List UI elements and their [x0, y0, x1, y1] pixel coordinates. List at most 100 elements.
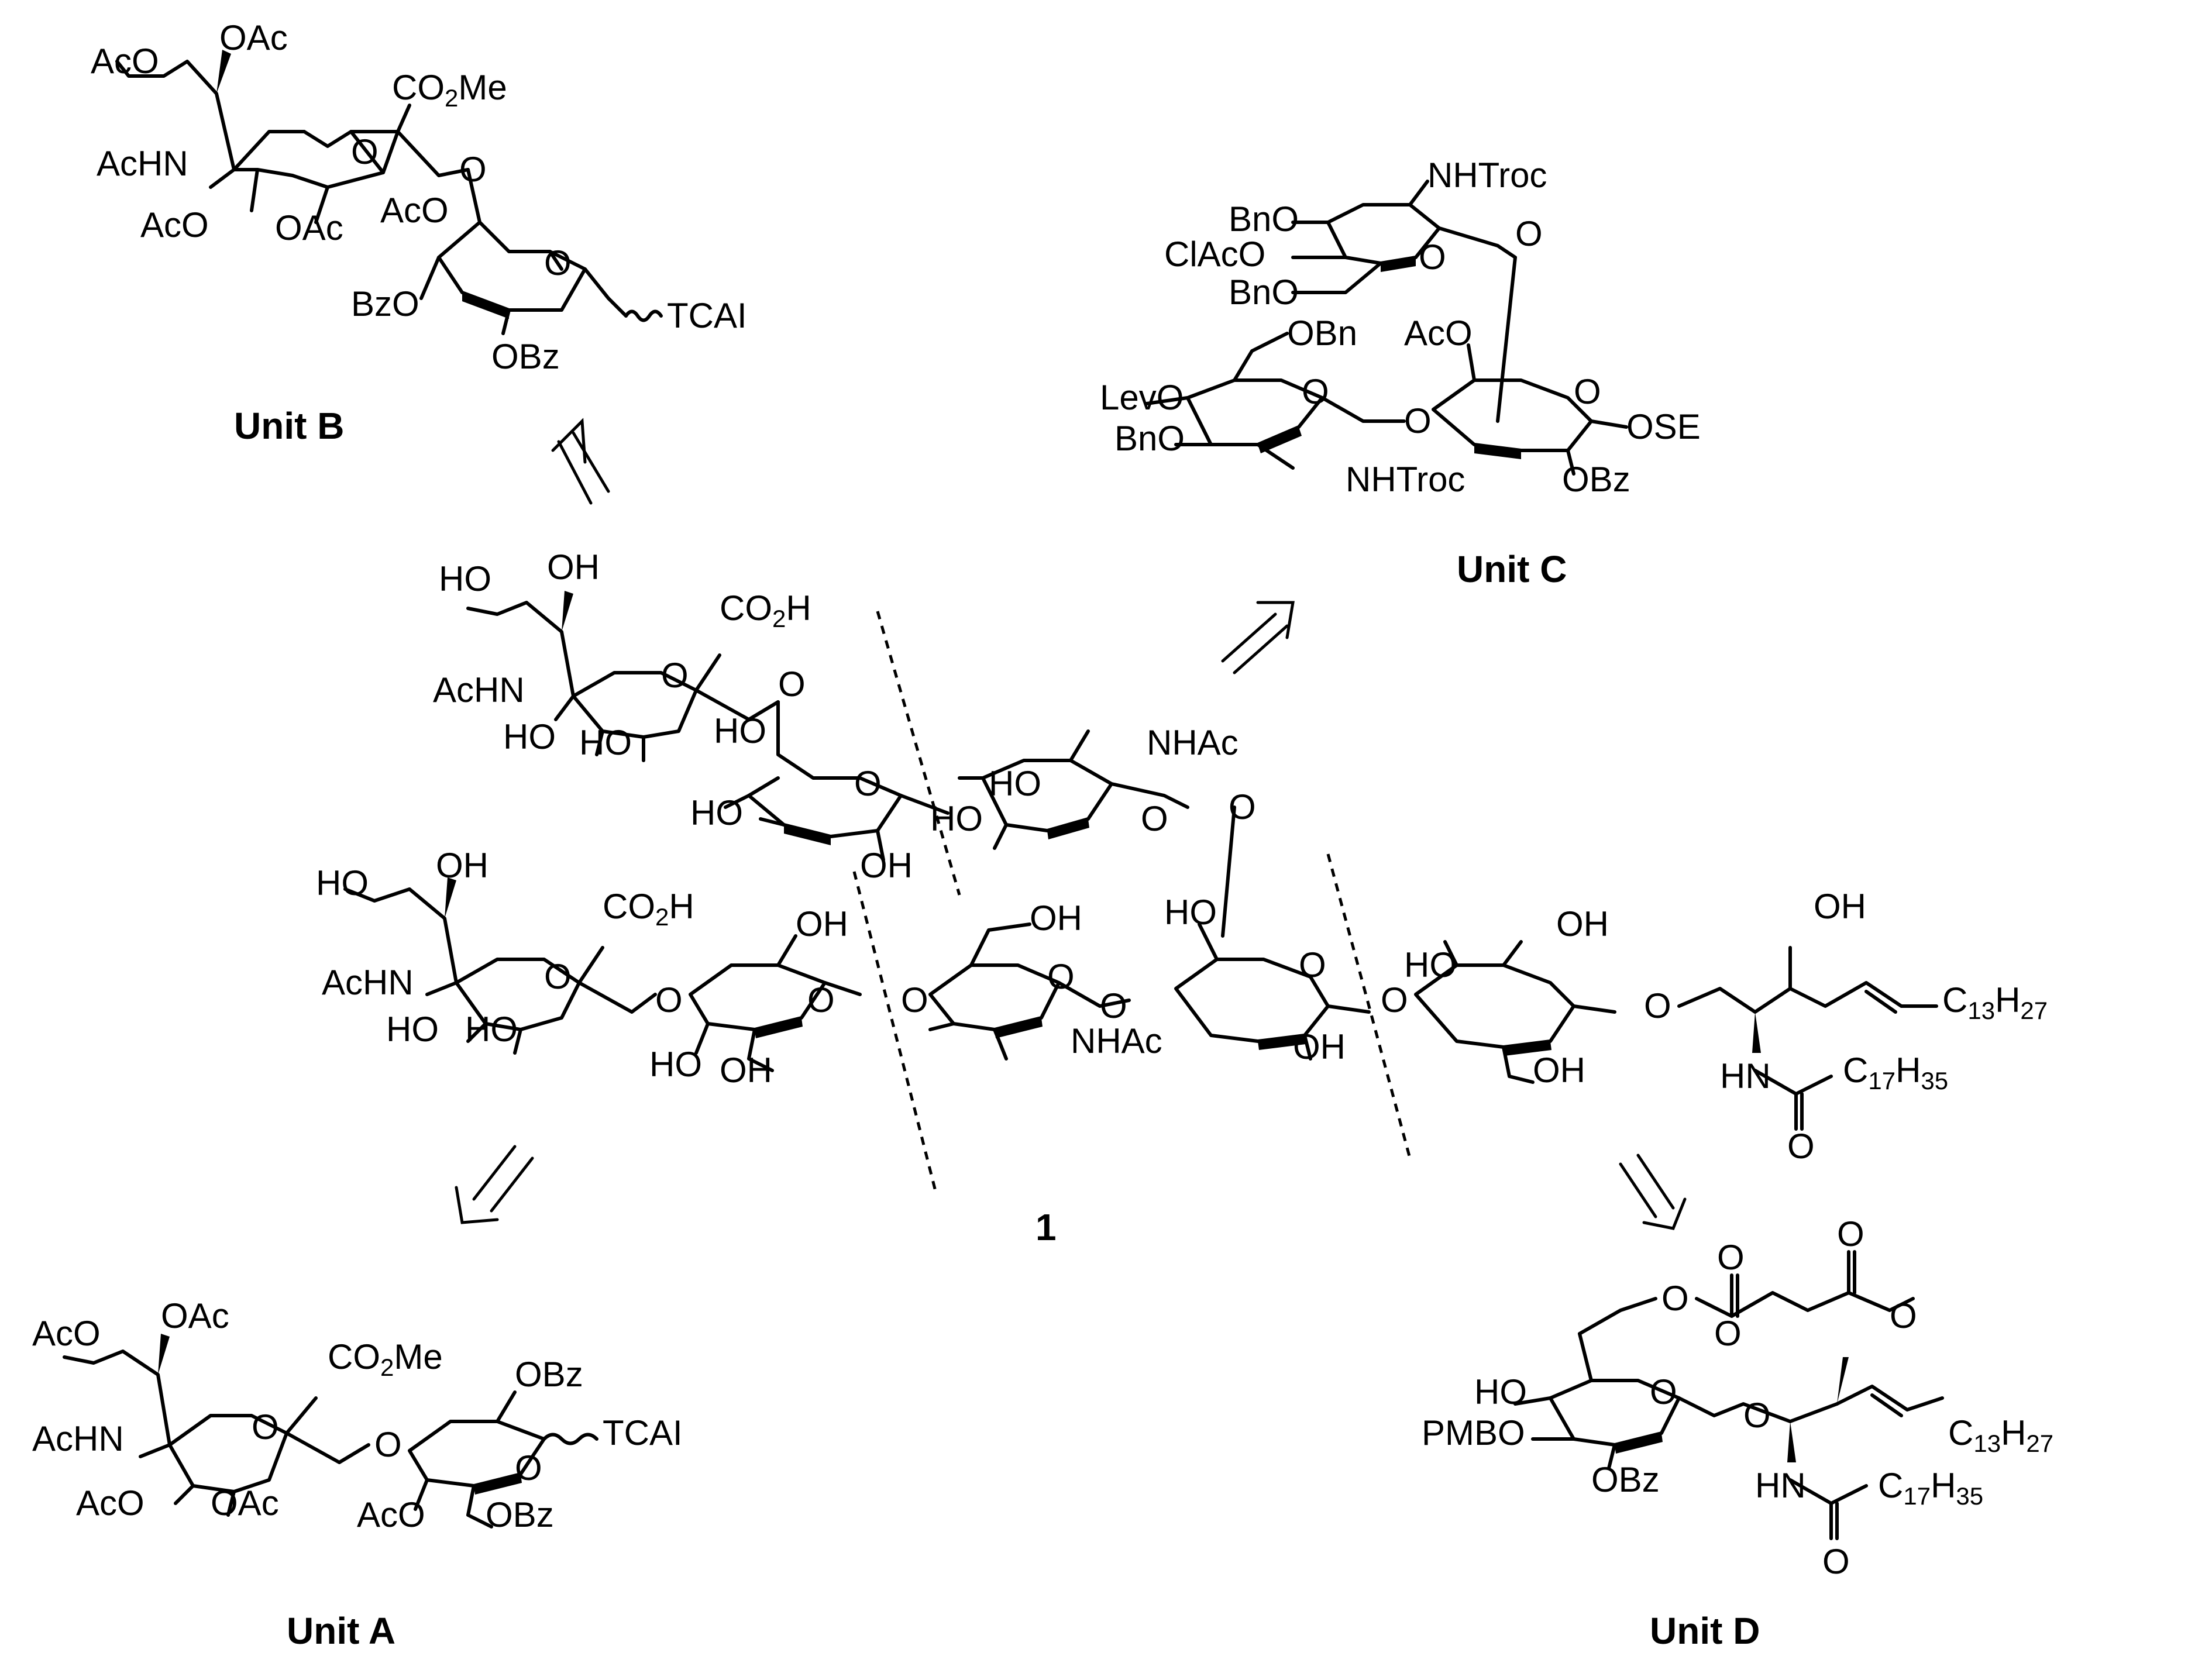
compound-1-label: HO — [465, 1010, 518, 1049]
unit-d-title: Unit D — [1650, 1610, 1760, 1652]
unit-a-structure — [63, 1334, 598, 1528]
compound-1-label: OH — [1814, 887, 1866, 926]
compound-1-label: HO — [690, 793, 743, 832]
unit-a-label: AcO — [76, 1483, 145, 1523]
unit-b-label: AcO — [91, 42, 159, 81]
compound-number: 1 — [1035, 1206, 1057, 1248]
compound-1-label: AcHN — [322, 963, 414, 1002]
retro-arrow-to-unit-d — [1619, 1154, 1687, 1230]
unit-c-label: NHTroc — [1427, 156, 1547, 195]
unit-c-label: O — [1302, 372, 1329, 411]
compound-1-label: HO — [1164, 893, 1217, 932]
unit-a-label: CO2Me — [328, 1337, 443, 1381]
unit-c-label: BnO — [1229, 273, 1299, 312]
unit-c-structure — [1145, 180, 1628, 476]
unit-c-label: BnO — [1229, 199, 1299, 239]
compound-1-label: NHAc — [1071, 1021, 1162, 1061]
unit-a-label: TCAI — [603, 1413, 683, 1452]
retro-arrow-to-unit-c — [1221, 601, 1295, 674]
compound-1-label: CO2H — [603, 887, 694, 931]
compound-1-structure — [343, 591, 1938, 1131]
compound-1-label: HN — [1720, 1056, 1771, 1096]
unit-b-label: OAc — [275, 208, 343, 247]
unit-d-label: O — [1661, 1279, 1689, 1318]
unit-c-label: O — [1404, 401, 1432, 440]
unit-b-label: TCAI — [667, 296, 747, 335]
unit-d-labels: O O O O O HO O PMBO O C13H27 OBz HN C17H… — [1422, 1214, 2053, 1581]
compound-1-label: O — [655, 980, 683, 1020]
compound-1-label: HO — [386, 1010, 439, 1049]
disconnection-line — [852, 871, 938, 1194]
compound-1-label: OH — [436, 846, 488, 885]
compound-1-label: HO — [503, 717, 556, 756]
unit-a-label: OBz — [486, 1495, 554, 1534]
compound-1-label: O — [854, 764, 882, 803]
unit-a-labels: AcO OAc CO2Me OBz AcHN O O TCAI O AcO OA… — [32, 1296, 683, 1534]
compound-1-label: NHAc — [1147, 723, 1239, 762]
unit-b-labels: AcO OAc CO2Me AcHN O O AcO OAc AcO O BzO… — [91, 18, 747, 376]
compound-1-label: HO — [316, 863, 369, 903]
compound-1-label: OH — [1030, 898, 1082, 938]
unit-d-label: O — [1890, 1296, 1917, 1335]
unit-b-title: Unit B — [234, 405, 344, 447]
unit-c-label: ClAcO — [1164, 235, 1265, 274]
compound-1-label: O — [1381, 980, 1408, 1020]
compound-1-label: O — [544, 957, 572, 996]
retro-arrow-to-unit-b — [551, 418, 610, 505]
unit-d-label: PMBO — [1422, 1413, 1525, 1452]
unit-a-label: AcHN — [32, 1419, 124, 1458]
unit-b-label: AcO — [380, 191, 449, 230]
unit-d-label: O — [1717, 1238, 1745, 1277]
compound-1-label: OH — [1293, 1027, 1346, 1066]
unit-d-label: O — [1837, 1214, 1864, 1254]
disconnection-line — [1326, 853, 1412, 1159]
unit-d-label: O — [1822, 1542, 1850, 1581]
unit-b-label: BzO — [351, 284, 419, 323]
unit-c-label: OBn — [1287, 314, 1357, 353]
compound-1-label: O — [1141, 799, 1168, 838]
unit-c-labels: NHTroc BnO ClAcO O O BnO OBn AcO LevO O … — [1100, 156, 1701, 499]
compound-1-label: O — [778, 665, 806, 704]
unit-d-structure — [1513, 1250, 1944, 1540]
unit-b-label: O — [459, 150, 487, 189]
unit-c-label: NHTroc — [1346, 460, 1465, 499]
disconnection-line — [876, 611, 961, 896]
compound-1-label: HO — [714, 711, 766, 751]
compound-1-label: OH — [547, 548, 600, 587]
compound-1-label: O — [807, 980, 835, 1020]
unit-a-label: O — [374, 1425, 402, 1464]
compound-1-label: HO — [439, 559, 491, 598]
unit-a-label: OBz — [515, 1355, 583, 1394]
unit-b-label: AcHN — [97, 144, 188, 183]
compound-1-label: OH — [1533, 1051, 1585, 1090]
unit-d-label: O — [1743, 1396, 1771, 1435]
compound-1-label: OH — [796, 904, 848, 944]
unit-a-label: O — [252, 1407, 279, 1447]
compound-1-label: C13H27 — [1942, 980, 2048, 1024]
unit-c-label: OSE — [1626, 407, 1701, 446]
unit-a-label: AcO — [32, 1314, 101, 1353]
compound-1-label: O — [1100, 986, 1127, 1025]
compound-1-label: AcHN — [433, 670, 525, 710]
unit-b-label: AcO — [140, 205, 209, 245]
compound-1-label: CO2H — [720, 588, 811, 632]
unit-b-structure — [115, 50, 663, 335]
unit-d-label: HN — [1755, 1466, 1806, 1505]
unit-b-label: O — [544, 243, 572, 283]
unit-c-title: Unit C — [1457, 548, 1567, 590]
unit-d-label: OBz — [1591, 1460, 1660, 1499]
unit-a-label: O — [515, 1448, 542, 1488]
compound-1-label: O — [1644, 986, 1671, 1025]
retro-arrow-to-unit-a — [455, 1145, 534, 1224]
unit-d-label: C17H35 — [1878, 1466, 1983, 1510]
compound-1-label: O — [661, 656, 689, 695]
unit-b-label: OAc — [219, 18, 288, 57]
unit-a-label: AcO — [357, 1495, 425, 1534]
compound-1-label: HO — [579, 723, 632, 762]
unit-b-label: O — [351, 132, 379, 171]
compound-1-label: O — [1787, 1127, 1815, 1166]
unit-d-label: C13H27 — [1948, 1413, 2053, 1457]
unit-b-label: CO2Me — [392, 68, 507, 112]
compound-1-label: O — [1047, 957, 1075, 996]
